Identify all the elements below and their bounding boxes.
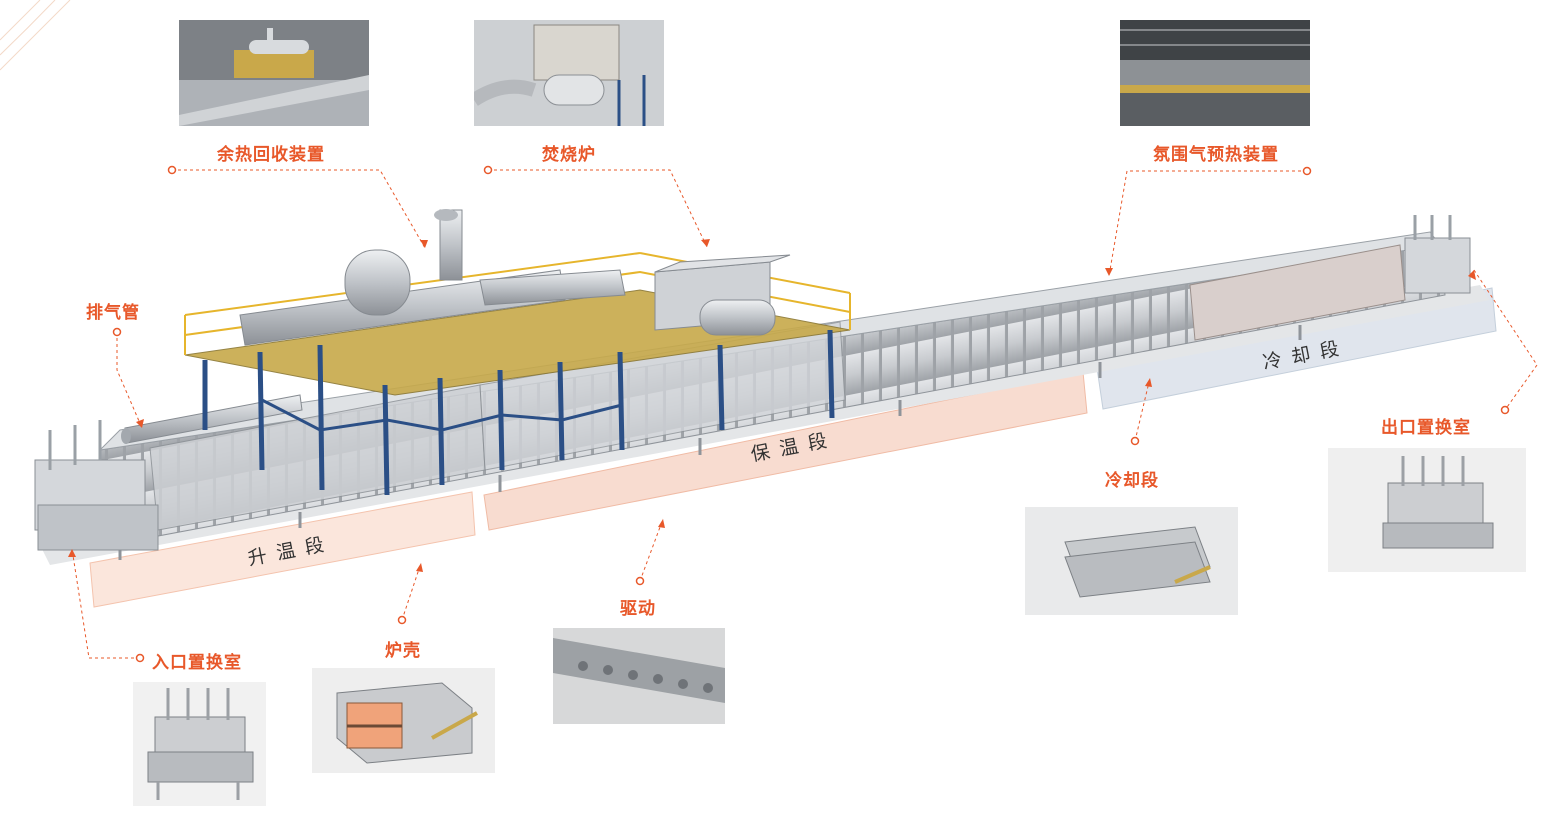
- nitrogen-preheat-thumbnail: [1120, 20, 1310, 126]
- corner-decoration: [0, 0, 71, 71]
- leader-cooling-part: [1134, 377, 1151, 442]
- leader-exhaust: [116, 332, 143, 429]
- label-drive: 驱动: [620, 599, 656, 619]
- incinerator-model: [654, 254, 791, 336]
- leader-lines: [71, 169, 1538, 659]
- furnace-shell-thumbnail: [312, 668, 495, 773]
- exhaust-pipe-model: [121, 394, 303, 444]
- incinerator-thumbnail: [474, 20, 664, 126]
- leader-shell: [401, 562, 422, 621]
- waste-heat-thumbnail: [179, 20, 369, 126]
- leader-arrowheads: [68, 239, 1476, 572]
- leader-exit-chamber: [1473, 269, 1538, 411]
- label-incinerator: 焚烧炉: [542, 145, 596, 165]
- holding-band: [483, 371, 1088, 531]
- exit-chamber-model: [1404, 215, 1471, 294]
- leader-incinerator: [488, 169, 708, 248]
- cooling-thumbnail: [1025, 507, 1238, 615]
- label-exhaust-pipe: 排气管: [86, 303, 140, 323]
- leader-waste-heat: [172, 169, 426, 249]
- entry-chamber-thumbnail: [133, 682, 266, 806]
- label-exit-purge-chamber: 出口置换室: [1381, 418, 1471, 438]
- label-furnace-shell: 炉壳: [385, 641, 421, 661]
- leader-drive: [639, 518, 664, 582]
- heat-recovery-model: [239, 209, 626, 346]
- leader-entry: [71, 548, 140, 659]
- heating-band: [89, 491, 476, 608]
- label-entry-purge-chamber: 入口置换室: [152, 653, 242, 673]
- label-nitrogen-preheat: 氛围气预热装置: [1153, 145, 1279, 165]
- drive-thumbnail: [553, 628, 725, 724]
- leader-nitrogen-preheat: [1108, 170, 1307, 277]
- leader-dots: [112, 165, 1510, 663]
- exit-chamber-thumbnail: [1328, 448, 1526, 572]
- entry-chamber-model: [34, 420, 159, 551]
- label-waste-heat-recovery: 余热回收装置: [217, 145, 325, 165]
- label-cooling-section-part: 冷却段: [1105, 471, 1159, 491]
